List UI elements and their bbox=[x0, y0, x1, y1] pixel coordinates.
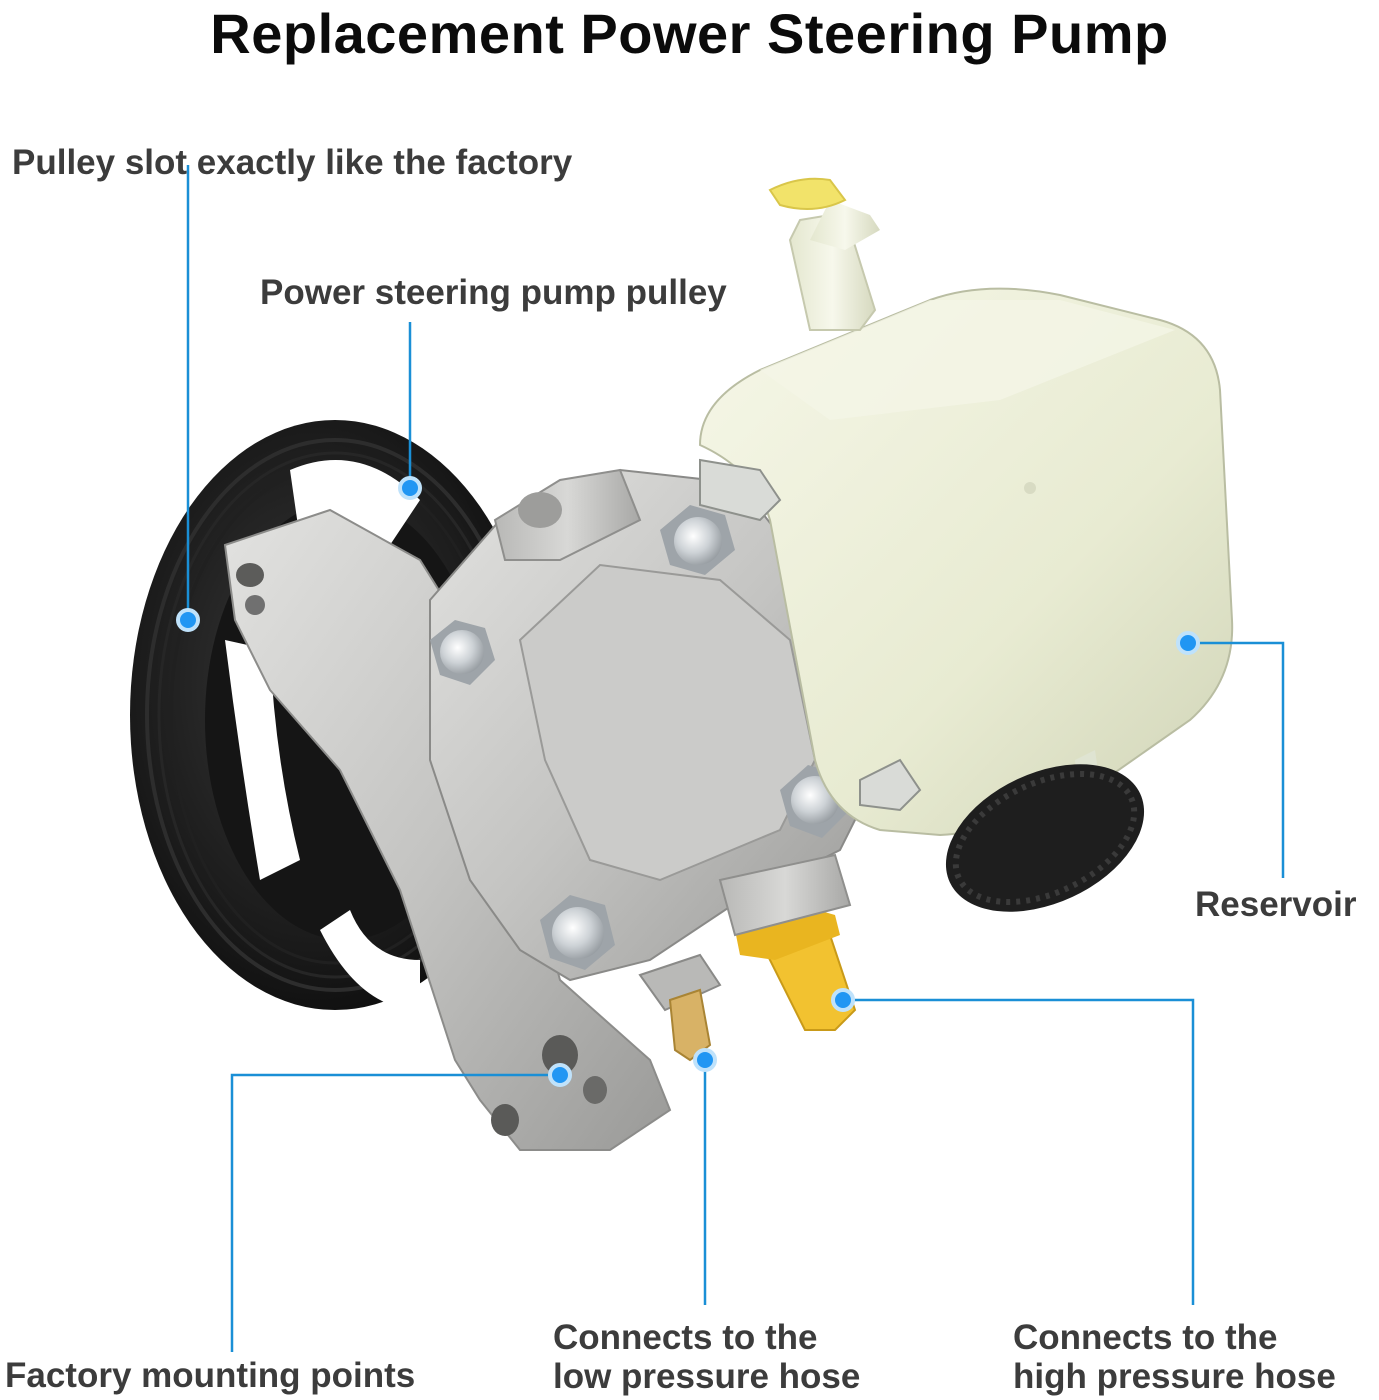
high-pressure-fitting bbox=[718, 853, 857, 1031]
callout-dot bbox=[693, 1048, 717, 1072]
callout-high-pressure-line2: high pressure hose bbox=[1013, 1357, 1336, 1396]
callout-lines bbox=[186, 165, 1285, 1352]
reservoir-cap bbox=[945, 750, 1145, 912]
low-pressure-fitting bbox=[638, 953, 722, 1062]
pump-bolt bbox=[660, 505, 735, 575]
reservoir-tank bbox=[698, 177, 1234, 912]
page-title: Replacement Power Steering Pump bbox=[210, 2, 1169, 65]
callout-dot bbox=[548, 1063, 572, 1087]
pump-bolt bbox=[430, 620, 495, 685]
pump-body bbox=[429, 468, 872, 982]
callout-pump-pulley: Power steering pump pulley bbox=[260, 273, 727, 312]
callout-pulley-slot: Pulley slot exactly like the factory bbox=[12, 143, 573, 182]
callout-reservoir: Reservoir bbox=[1195, 885, 1357, 924]
callout-high-pressure-line1: Connects to the bbox=[1013, 1318, 1278, 1357]
callout-dot bbox=[176, 608, 200, 632]
callout-dot bbox=[1176, 631, 1200, 655]
pump-bolt bbox=[540, 895, 615, 970]
callout-dot bbox=[398, 476, 422, 500]
callout-low-pressure-line1: Connects to the bbox=[553, 1318, 818, 1357]
callout-low-pressure-line2: low pressure hose bbox=[553, 1357, 861, 1396]
callout-dot bbox=[831, 988, 855, 1012]
callout-mounting-points: Factory mounting points bbox=[5, 1356, 416, 1395]
